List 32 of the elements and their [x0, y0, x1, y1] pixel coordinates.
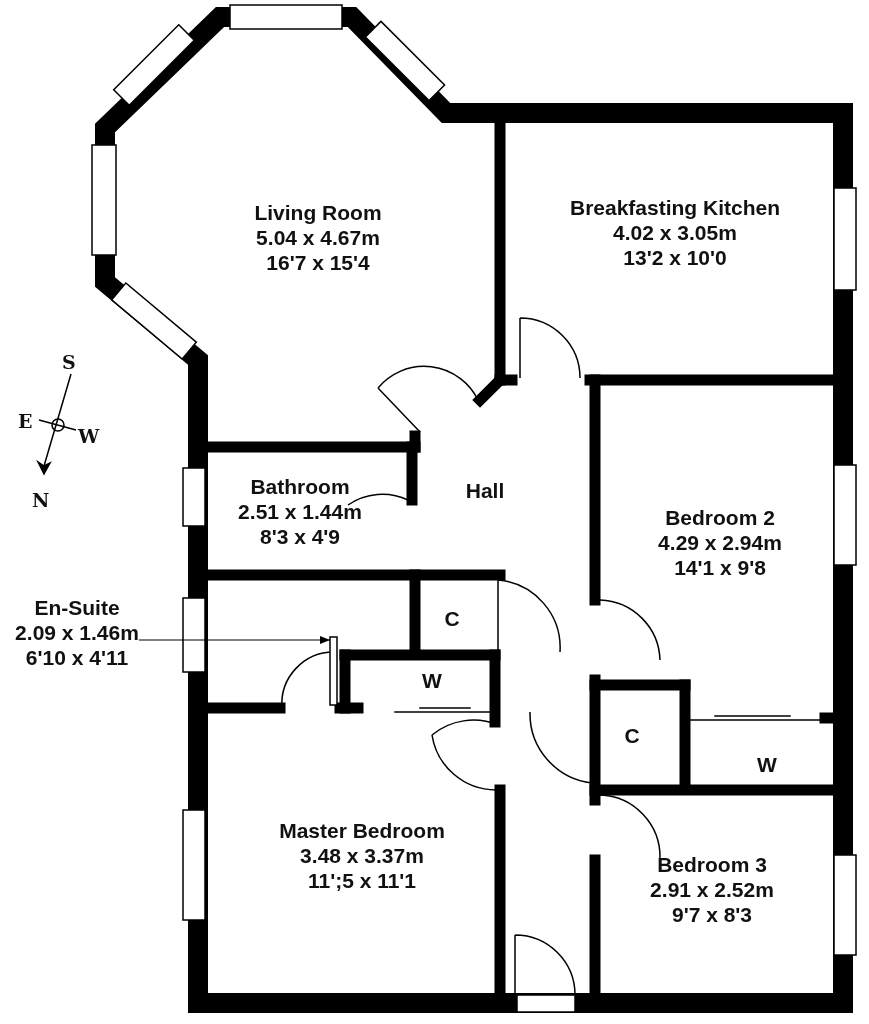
room-name: Bedroom 2	[664, 505, 776, 530]
compass-letter: N	[32, 490, 50, 510]
room-size-feet: 11';5 x 11'1	[306, 868, 418, 893]
room-name: Living Room	[254, 200, 382, 225]
compass-letter: W	[78, 426, 100, 446]
room-size: 2.91 x 2.52m	[650, 877, 774, 902]
room-size: 2.51 x 1.44m	[238, 499, 362, 524]
room-size-feet: 14'1 x 9'8	[673, 555, 767, 580]
room-size: 4.02 x 3.05m	[612, 220, 738, 245]
room-name: C	[624, 723, 640, 748]
room-name: Breakfasting Kitchen	[569, 195, 781, 220]
leader-line	[138, 636, 331, 644]
room-size-feet: 16'7 x 15'4	[265, 250, 371, 275]
door-leaf	[329, 636, 338, 706]
room-name: Bathroom	[249, 474, 351, 499]
room-size-feet: 9'7 x 8'3	[670, 902, 753, 927]
room-name: Master Bedroom	[279, 818, 445, 843]
room-name: W	[757, 752, 777, 777]
room-size: 3.48 x 3.37m	[299, 843, 425, 868]
room-name: C	[444, 606, 460, 631]
compass-letter: E	[18, 411, 33, 431]
room-size: 2.09 x 1.46m	[15, 620, 139, 645]
room-name: Hall	[465, 478, 505, 503]
room-name: Bedroom 3	[656, 852, 768, 877]
room-name: W	[422, 668, 442, 693]
compass-letter: S	[62, 352, 76, 372]
room-size-feet: 8'3 x 4'9	[258, 524, 341, 549]
room-name: En-Suite	[33, 595, 121, 620]
room-size: 4.29 x 2.94m	[658, 530, 782, 555]
room-size-feet: 6'10 x 4'11	[24, 645, 130, 670]
room-size-feet: 13'2 x 10'0	[622, 245, 728, 270]
room-size: 5.04 x 4.67m	[255, 225, 381, 250]
